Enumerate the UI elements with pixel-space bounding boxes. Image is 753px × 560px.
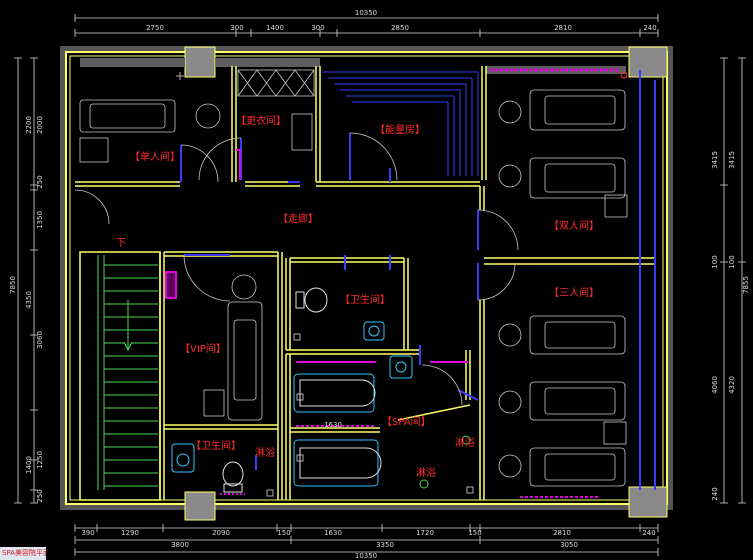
top-dim: 2750 bbox=[146, 24, 164, 32]
label-steam-room: 【能量房】 bbox=[375, 123, 425, 136]
bottom-dim: 150 bbox=[277, 529, 290, 537]
bottom-total-dim: 10350 bbox=[355, 552, 377, 560]
left-dim: 1350 bbox=[36, 211, 44, 229]
bottom-subtotal-dim: 3800 bbox=[171, 541, 189, 549]
label-spa-room: 【SPA间】 bbox=[382, 415, 431, 428]
left-dim: 250 bbox=[36, 489, 44, 502]
label-single-room: 【单人间】 bbox=[130, 150, 180, 163]
left-dim: 4350 bbox=[25, 291, 33, 309]
left-dim: 3060 bbox=[36, 331, 44, 349]
bottom-dim: 390 bbox=[81, 529, 94, 537]
label-stair-down: 下 bbox=[116, 238, 126, 249]
left-dim: 2200 bbox=[25, 116, 33, 134]
right-dim: 4060 bbox=[711, 376, 719, 394]
top-dim: 300 bbox=[311, 24, 324, 32]
right-dim: 4320 bbox=[728, 376, 736, 394]
left-dim: 1400 bbox=[25, 456, 33, 474]
dimension-lines bbox=[14, 14, 746, 556]
dimension-labels: 10350 2750 300 1400 300 2850 2810 240 39… bbox=[9, 9, 750, 560]
label-toilet-center: 【卫生间】 bbox=[340, 293, 390, 306]
bottom-dim: 1290 bbox=[121, 529, 139, 537]
right-dim: 100 bbox=[711, 255, 719, 268]
left-dim: 1250 bbox=[36, 451, 44, 469]
door-swings bbox=[74, 132, 519, 406]
left-dim: 2000 bbox=[36, 116, 44, 134]
stair-treads bbox=[97, 255, 158, 490]
label-shower-right-2: 淋浴 bbox=[416, 466, 436, 479]
label-toilet-left: 【卫生间】 bbox=[191, 439, 241, 452]
label-corridor: 【走廊】 bbox=[278, 212, 318, 225]
spa-inner-dim: 1630 bbox=[324, 421, 342, 429]
pillars bbox=[184, 46, 668, 521]
right-dim: 3415 bbox=[728, 151, 736, 169]
accent-strips bbox=[165, 149, 600, 498]
bottom-dim: 150 bbox=[468, 529, 481, 537]
label-shower-left: 淋浴 bbox=[255, 446, 275, 459]
interior-walls bbox=[75, 66, 654, 501]
massage-beds bbox=[79, 89, 628, 487]
small-fixtures bbox=[176, 72, 474, 497]
label-shower-right-1: 淋浴 bbox=[455, 436, 475, 449]
right-total-dim: 7855 bbox=[742, 276, 750, 294]
fixtures bbox=[171, 287, 471, 493]
top-total-dim: 10350 bbox=[355, 9, 377, 17]
steam-benches bbox=[322, 71, 479, 176]
exterior-wall-inner bbox=[69, 55, 664, 501]
top-dim: 240 bbox=[643, 24, 656, 32]
right-dim: 100 bbox=[728, 255, 736, 268]
bottom-subtotal-dim: 3050 bbox=[560, 541, 578, 549]
top-dim: 2850 bbox=[391, 24, 409, 32]
bottom-subtotal-dim: 3350 bbox=[376, 541, 394, 549]
doors bbox=[180, 70, 656, 490]
left-total-dim: 7850 bbox=[9, 276, 17, 294]
bottom-dim: 1630 bbox=[324, 529, 342, 537]
bottom-dim: 2810 bbox=[553, 529, 571, 537]
left-dim: 250 bbox=[36, 175, 44, 188]
bottom-dim: 1720 bbox=[416, 529, 434, 537]
right-dim: 240 bbox=[711, 487, 719, 500]
label-vip-room: 【VIP间】 bbox=[180, 342, 226, 355]
bottom-dim: 2090 bbox=[212, 529, 230, 537]
label-double-room: 【双人间】 bbox=[549, 219, 599, 232]
top-dim: 300 bbox=[230, 24, 243, 32]
label-changing-room: 【更衣间】 bbox=[236, 114, 286, 127]
bottom-dim: 240 bbox=[642, 529, 655, 537]
top-dim: 2810 bbox=[554, 24, 572, 32]
window-strips bbox=[80, 58, 628, 79]
drawing-caption: SPA美容院平面图 bbox=[0, 547, 46, 560]
top-dim: 1400 bbox=[266, 24, 284, 32]
right-dim: 3415 bbox=[711, 151, 719, 169]
lockers bbox=[237, 69, 315, 151]
label-triple-room: 【三人间】 bbox=[549, 286, 599, 299]
